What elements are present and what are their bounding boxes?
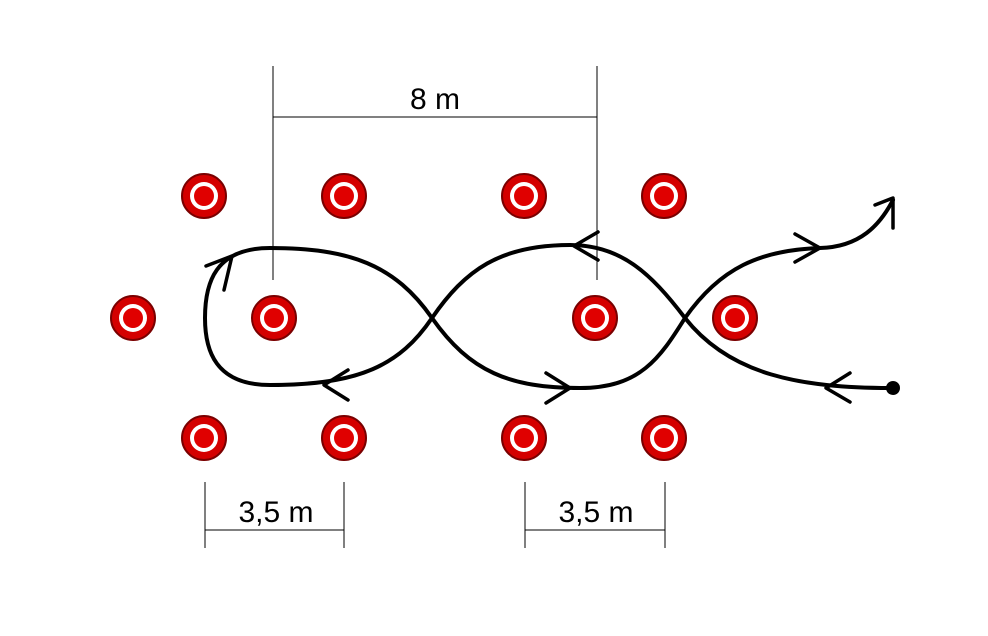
cone (110, 295, 156, 341)
dimension-bottom-right: 3,5 m (524, 482, 666, 548)
arrow-lower-middle-right (544, 371, 572, 405)
dimension-bottom-left: 3,5 m (204, 482, 345, 548)
arrow-exit-right (793, 232, 822, 264)
cone (321, 415, 367, 461)
arrow-upper-middle-left (572, 230, 600, 262)
driving-path (203, 198, 900, 395)
cone (501, 415, 547, 461)
dimension-bottom-left-label: 3,5 m (238, 496, 313, 529)
path-segment-exit (683, 198, 895, 320)
path-segment-entry (568, 243, 895, 390)
path-segment-upper-middle (430, 243, 572, 320)
dimension-top-label: 8 m (410, 83, 460, 116)
cones (110, 173, 758, 461)
path-segment-lower-left (203, 246, 434, 387)
arrow-entry-left (824, 371, 852, 404)
dimension-bottom-right-label: 3,5 m (558, 496, 633, 529)
cone (251, 295, 297, 341)
arrow-lower-left (322, 368, 350, 402)
cone (181, 173, 227, 219)
cone (501, 173, 547, 219)
cone (572, 295, 618, 341)
arrow-exit-tip (873, 196, 895, 230)
cone (641, 415, 687, 461)
cone (712, 295, 758, 341)
cone (641, 173, 687, 219)
cone (181, 415, 227, 461)
start-point (886, 381, 900, 395)
direction-arrows (204, 196, 895, 405)
path-segment-upper-left (268, 246, 687, 390)
arrow-upper-left-loop (204, 254, 234, 292)
cone (321, 173, 367, 219)
dimension-top: 8 m (272, 66, 598, 280)
